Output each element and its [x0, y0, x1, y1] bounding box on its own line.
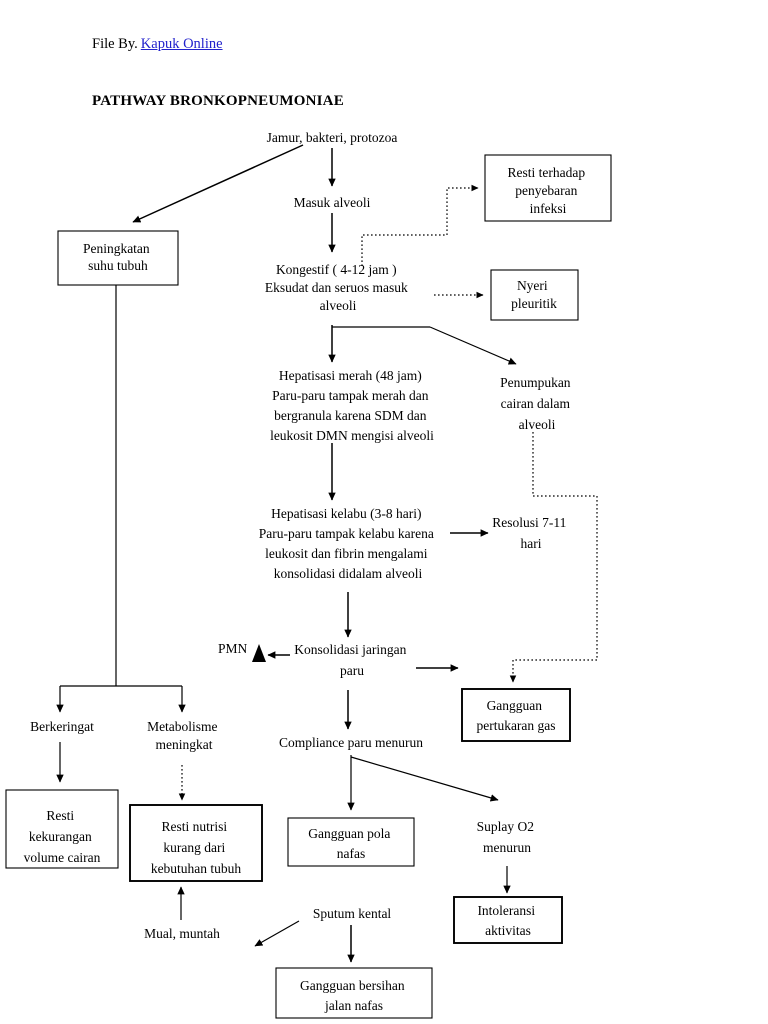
node-box-intoleransi[interactable]	[453, 896, 563, 944]
file-by-line: File By.Kapuk Online	[92, 36, 223, 53]
edge-compliance-to-suplay-o2	[350, 756, 499, 802]
edge-peningkatan-suhu-trunk	[60, 285, 182, 687]
node-berkeringat: Berkeringat	[30, 719, 94, 734]
node-intoleransi: Intoleransi aktivitas	[477, 903, 538, 938]
node-compliance: Compliance paru menurun	[279, 735, 423, 750]
pmn-up-triangle-icon	[252, 644, 266, 662]
node-resti-kekurangan: Resti kekurangan volume cairan	[24, 808, 101, 865]
edge-masuk-alveoli-to-resti-penyebaran	[361, 184, 479, 266]
node-nyeri-pleuritik: Nyeri pleuritik	[511, 278, 557, 311]
node-gangguan-pertukaran: Gangguan pertukaran gas	[476, 698, 555, 733]
node-box-gangguan-pertukaran[interactable]	[461, 688, 571, 742]
node-kongestif: Kongestif ( 4-12 jam ) Eksudat dan seruo…	[265, 262, 411, 313]
node-box-resti-kekurangan[interactable]	[5, 789, 119, 869]
node-masuk-alveoli: Masuk alveoli	[294, 195, 371, 210]
node-box-peningkatan-suhu[interactable]	[57, 230, 179, 286]
file-by-label: File By.	[92, 36, 138, 52]
node-sputum-kental: Sputum kental	[313, 906, 392, 921]
node-box-nyeri-pleuritik[interactable]	[490, 269, 579, 321]
node-resolusi: Resolusi 7-11 hari	[492, 515, 570, 551]
edge-jamur-to-peningkatan-suhu	[132, 144, 304, 223]
node-suplay-o2: Suplay O2 menurun	[477, 819, 538, 855]
node-resti-nutrisi: Resti nutrisi kurang dari kebutuhan tubu…	[151, 819, 242, 876]
node-metabolisme: Metabolisme meningkat	[147, 719, 221, 752]
kapuk-online-link[interactable]: Kapuk Online	[140, 36, 223, 52]
node-hepatisasi-kelabu: Hepatisasi kelabu (3-8 hari) Paru-paru t…	[259, 506, 437, 581]
node-hepatisasi-merah: Hepatisasi merah (48 jam) Paru-paru tamp…	[270, 368, 434, 443]
node-box-gangguan-pola-nafas[interactable]	[287, 817, 415, 867]
node-box-resti-penyebaran[interactable]	[484, 154, 612, 222]
page-title: PATHWAY BRONKOPNEUMONIAE	[92, 93, 344, 109]
node-konsolidasi: Konsolidasi jaringan paru	[294, 642, 409, 678]
node-pmn: PMN	[218, 641, 248, 656]
edge-kongestif-to-penumpukan-cairan	[429, 326, 517, 365]
edge-sputum-to-mual-muntah	[254, 920, 300, 947]
node-gangguan-bersihan: Gangguan bersihan jalan nafas	[300, 978, 408, 1013]
node-jamur: Jamur, bakteri, protozoa	[267, 130, 398, 145]
node-penumpukan-cairan: Penumpukan cairan dalam alveoli	[500, 375, 574, 432]
node-peningkatan-suhu: Peningkatan suhu tubuh	[83, 241, 153, 273]
edge-penumpukan-to-gangguan-pertukaran	[509, 432, 598, 683]
node-box-gangguan-bersihan[interactable]	[275, 967, 433, 1019]
node-mual-muntah: Mual, muntah	[144, 926, 220, 941]
node-resti-penyebaran: Resti terhadap penyebaran infeksi	[508, 165, 589, 216]
node-box-resti-nutrisi[interactable]	[129, 804, 263, 882]
node-gangguan-pola-nafas: Gangguan pola nafas	[308, 826, 393, 861]
